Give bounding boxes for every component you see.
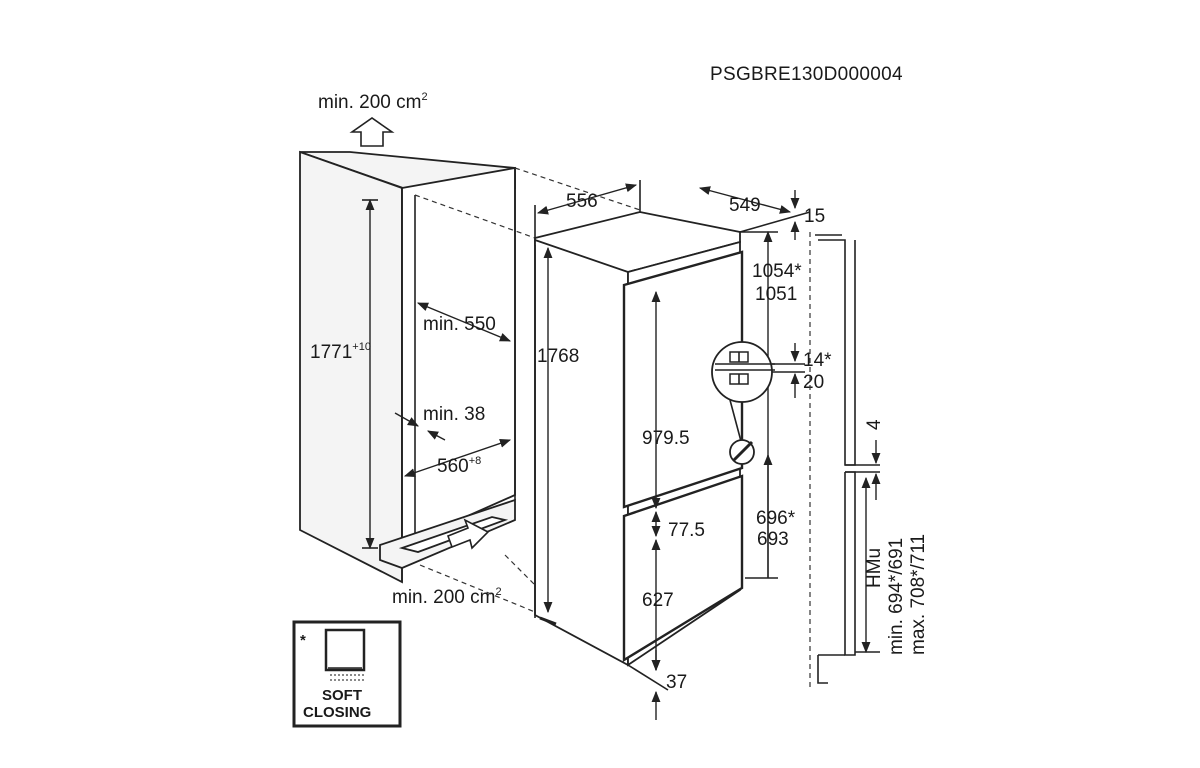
badge-line-2: CLOSING: [303, 704, 371, 721]
arrow-up-icon: [349, 117, 395, 147]
furniture-door-panels: [809, 232, 880, 690]
badge-asterisk: *: [300, 632, 306, 649]
top-gap-label: 15: [804, 206, 825, 227]
appliance-height-label: 1768: [537, 346, 579, 367]
appliance-depth-label: 549: [729, 195, 761, 216]
niche-cabinet: [299, 150, 516, 584]
product-code: PSGBRE130D000004: [710, 64, 903, 85]
hinge-upper-a-label: 1054*: [752, 261, 802, 282]
hinge-upper-b-label: 1051: [755, 284, 797, 305]
hinge-h1-label: 14*: [803, 350, 832, 371]
panel-gap-label: 4: [864, 419, 885, 430]
lower-door-label: 627: [642, 590, 674, 611]
foot-height-label: 37: [666, 672, 687, 693]
niche-width-label: 560+8: [437, 455, 481, 477]
soft-closing-badge: * SOFT CLOSING: [292, 620, 402, 728]
panel-hmu-label: HMu: [864, 548, 885, 588]
arrow-right-icon: [446, 518, 490, 550]
niche-gap-label: min. 38: [423, 404, 485, 425]
soft-closing-icon: [324, 628, 366, 681]
badge-line-1: SOFT: [322, 687, 362, 704]
vent-bottom-label: min. 200 cm2: [392, 586, 502, 608]
vent-top-label: min. 200 cm2: [318, 91, 428, 113]
niche-depth-label: min. 550: [423, 314, 496, 335]
upper-door-label: 979.5: [642, 428, 690, 449]
hinge-h2-label: 20: [803, 372, 824, 393]
panel-min-label: min. 694*/691: [886, 538, 907, 655]
hinge-lower-a-label: 696*: [756, 508, 796, 529]
hinge-detail-icon: [711, 341, 775, 403]
door-gap-label: 77.5: [668, 520, 705, 541]
niche-height-label: 1771+10: [310, 341, 371, 363]
hinge-lower-b-label: 693: [757, 529, 789, 550]
panel-max-label: max. 708*/711: [908, 534, 929, 655]
appliance-width-label: 556: [566, 191, 598, 212]
